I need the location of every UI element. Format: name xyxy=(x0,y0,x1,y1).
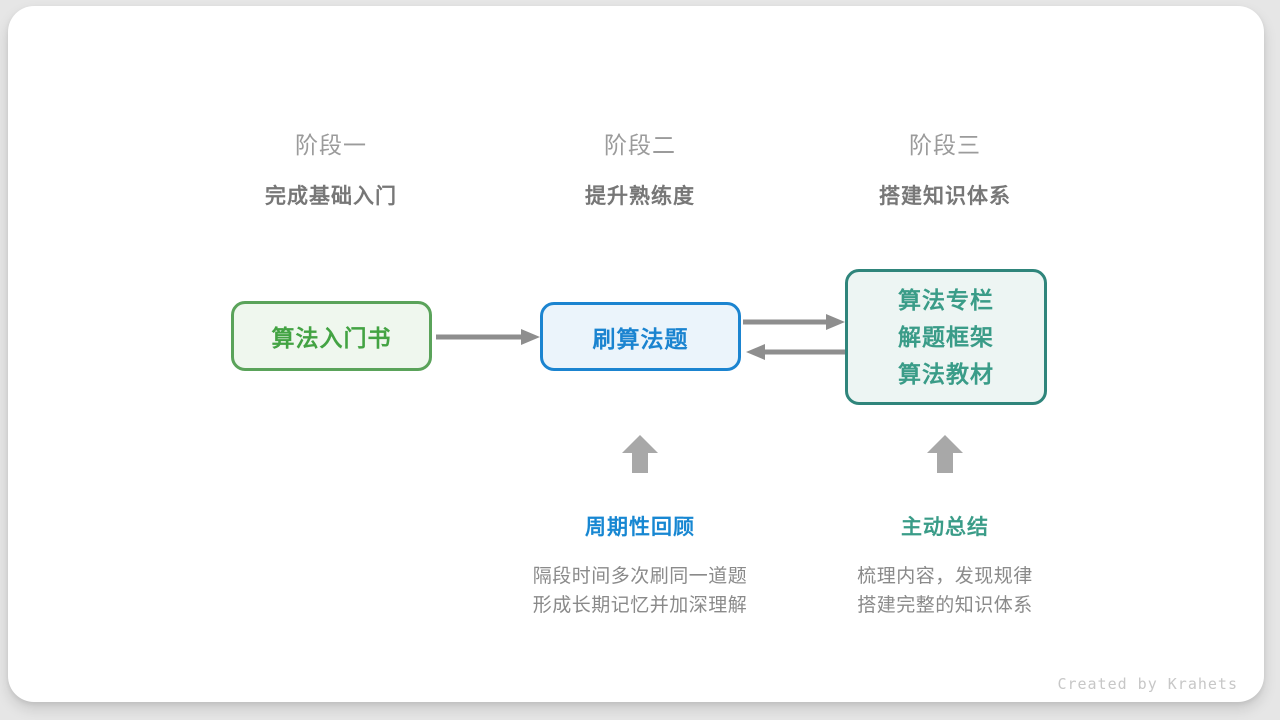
stage-header-2: 阶段二 提升熟练度 xyxy=(480,126,800,210)
annotation-review-desc-line-2: 形成长期记忆并加深理解 xyxy=(532,595,748,616)
node-practice: 刷算法题 xyxy=(540,302,741,371)
credit-text: Created by Krahets xyxy=(1057,675,1238,693)
stage-1-label: 阶段一 xyxy=(295,132,367,158)
stage-3-label: 阶段三 xyxy=(909,132,981,158)
node-intro-book: 算法入门书 xyxy=(231,301,432,371)
stage-header-1: 阶段一 完成基础入门 xyxy=(171,126,491,210)
annotation-active-summary: 主动总结 梳理内容，发现规律 搭建完整的知识体系 xyxy=(775,511,1115,620)
node-knowledge: 算法专栏 解题框架 算法教材 xyxy=(845,269,1047,405)
stage-2-label: 阶段二 xyxy=(604,132,676,158)
annotation-summary-desc-line-2: 搭建完整的知识体系 xyxy=(857,595,1033,616)
annotation-summary-desc-line-1: 梳理内容，发现规律 xyxy=(857,566,1033,587)
node-knowledge-line-3: 算法教材 xyxy=(898,360,994,387)
annotation-review-desc-line-1: 隔段时间多次刷同一道题 xyxy=(532,566,748,587)
stage-2-subtitle: 提升熟练度 xyxy=(585,185,695,208)
annotation-summary-description: 梳理内容，发现规律 搭建完整的知识体系 xyxy=(775,562,1115,620)
annotation-review-title: 周期性回顾 xyxy=(585,516,695,539)
annotation-review-description: 隔段时间多次刷同一道题 形成长期记忆并加深理解 xyxy=(470,562,810,620)
node-knowledge-line-1: 算法专栏 xyxy=(898,286,994,313)
stage-3-subtitle: 搭建知识体系 xyxy=(879,185,1011,208)
node-knowledge-line-2: 解题框架 xyxy=(898,323,994,350)
node-practice-label: 刷算法题 xyxy=(592,325,689,352)
node-intro-book-label: 算法入门书 xyxy=(271,325,392,351)
annotation-summary-title: 主动总结 xyxy=(901,516,989,539)
annotation-periodic-review: 周期性回顾 隔段时间多次刷同一道题 形成长期记忆并加深理解 xyxy=(470,511,810,620)
stage-1-subtitle: 完成基础入门 xyxy=(265,185,397,208)
stage-header-3: 阶段三 搭建知识体系 xyxy=(785,126,1105,210)
